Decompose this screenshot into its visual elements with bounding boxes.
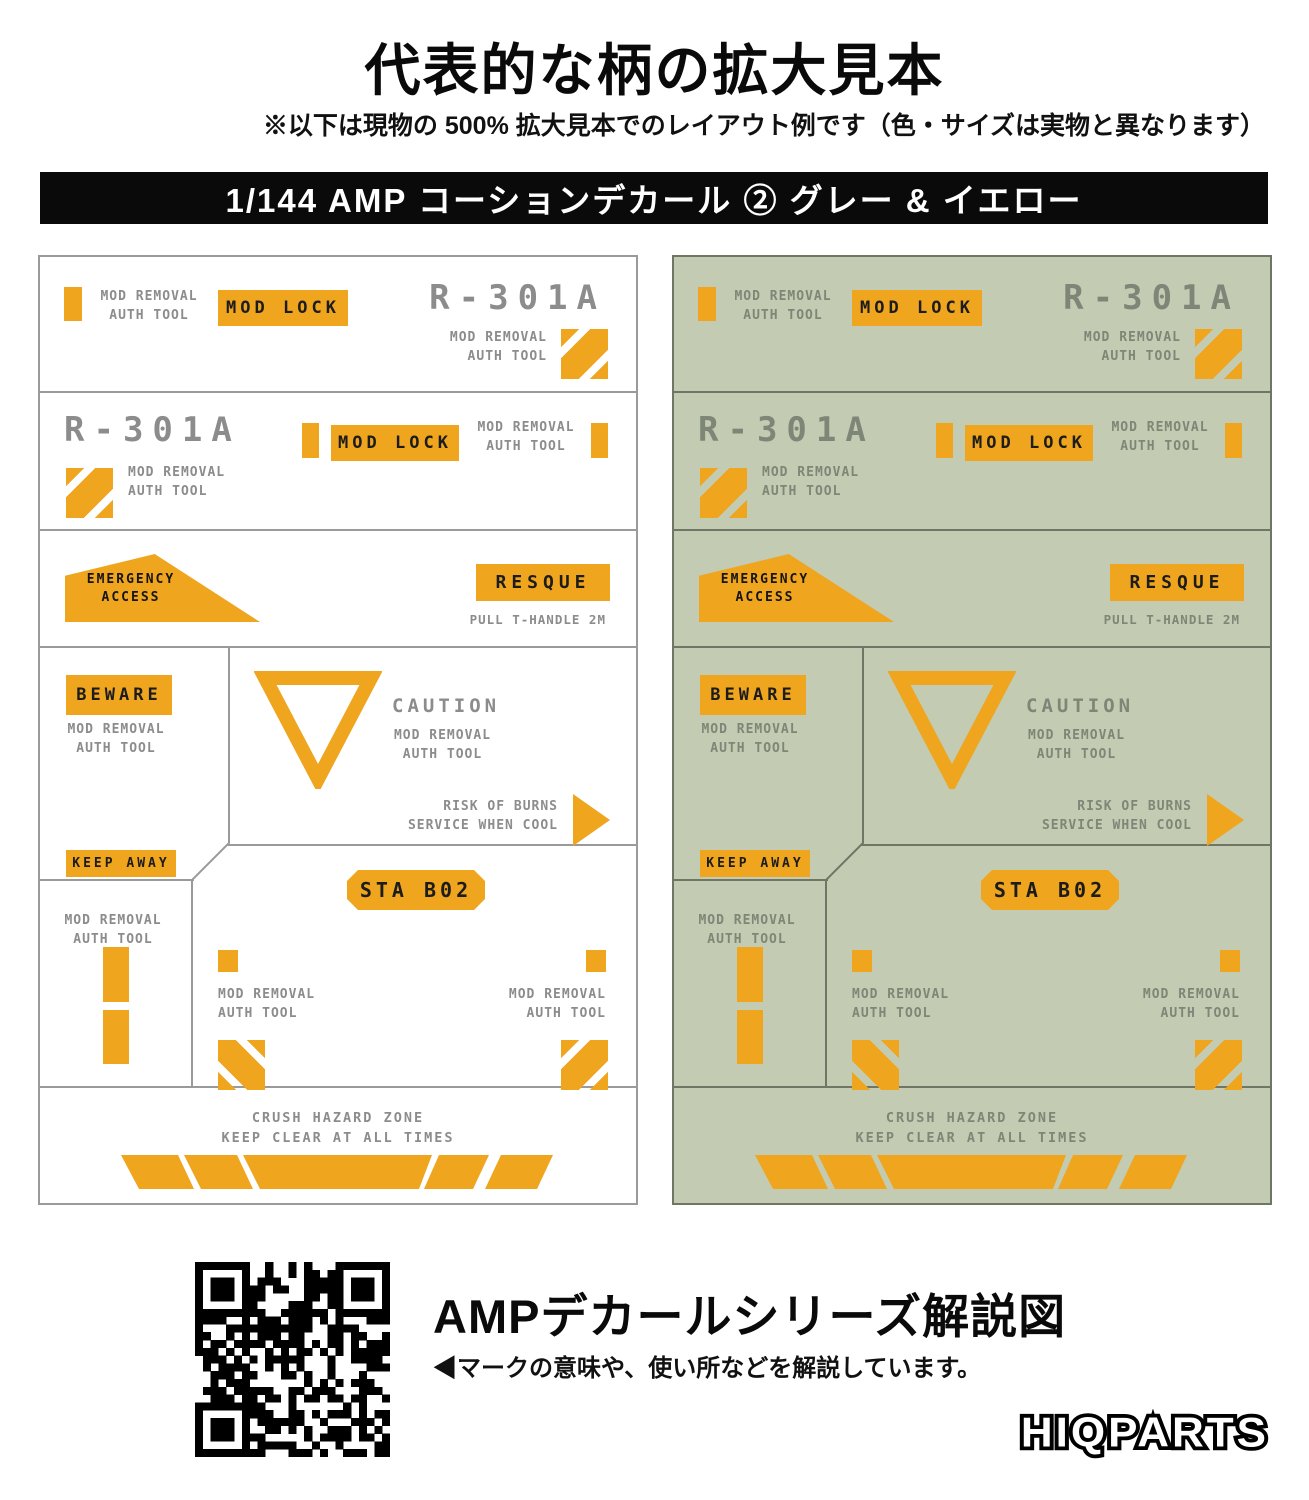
pull-t-handle-label: PULL T-HANDLE 2M [469,612,606,627]
yellow-bar-marker [698,287,716,321]
hazard-stripes-icon [1195,1040,1242,1090]
hazard-stripes-icon [1195,329,1242,379]
caution-triangle-icon [888,671,1016,789]
beware-badge: BEWARE [700,675,806,715]
sta-b02-badge: STA B02 [347,870,485,910]
yellow-square-marker [586,950,606,972]
yellow-square-marker [218,950,238,972]
yellow-square-marker [852,950,872,972]
mod-lock-badge: MOD LOCK [331,425,459,461]
mod-lock-badge: MOD LOCK [218,290,348,326]
product-banner: 1/144 AMP コーションデカール ② グレー & イエロー [40,172,1268,224]
page-subtitle: ※以下は現物の 500% 拡大見本でのレイアウト例です（色・サイズは実物と異なり… [262,112,1265,140]
caution-triangle-icon [254,671,382,789]
caution-label: CAUTION [1026,695,1135,717]
hazard-stripes-icon [700,468,747,518]
yellow-bar-marker [64,287,82,321]
beware-badge: BEWARE [66,675,172,715]
yellow-bar-marker [737,1010,763,1064]
panel-grid-lines [40,391,636,1088]
hazard-stripes-icon [852,1040,899,1090]
panel-grid-lines [674,391,1270,1088]
hazard-stripes-icon [561,1040,608,1090]
yellow-square-marker [1220,950,1240,972]
yellow-bar-marker [591,423,608,458]
resque-badge: RESQUE [1110,564,1244,601]
hazard-stripe-band [121,1155,553,1189]
r301a-label: R-301A [64,410,241,450]
hazard-stripes-icon [561,329,608,379]
yellow-bar-marker [103,1010,129,1064]
resque-badge: RESQUE [476,564,610,601]
hazard-stripe-band [755,1155,1187,1189]
r301a-label: R-301A [1063,278,1240,318]
arrow-right-icon [573,794,610,846]
mod-lock-badge: MOD LOCK [965,425,1093,461]
pull-t-handle-label: PULL T-HANDLE 2M [1103,612,1240,627]
series-guide-heading: AMPデカールシリーズ解説図 [433,1290,1067,1343]
sta-b02-badge: STA B02 [981,870,1119,910]
yellow-bar-marker [737,947,763,1002]
page-title: 代表的な柄の拡大見本 [364,39,945,102]
keep-away-badge: KEEP AWAY [700,850,810,877]
caution-label: CAUTION [392,695,501,717]
r301a-label: R-301A [698,410,875,450]
mod-lock-badge: MOD LOCK [852,290,982,326]
yellow-bar-marker [103,947,129,1002]
arrow-right-icon [1207,794,1244,846]
hazard-stripes-icon [218,1040,265,1090]
keep-away-badge: KEEP AWAY [66,850,176,877]
r301a-label: R-301A [429,278,606,318]
yellow-bar-marker [936,423,953,458]
hazard-stripes-icon [66,468,113,518]
series-guide-description: ◀マークの意味や、使い所などを解説しています。 [433,1355,982,1382]
hiqparts-logo: HIQPARTS [1017,1405,1270,1459]
qr-code [195,1262,391,1458]
yellow-bar-marker [1225,423,1242,458]
yellow-bar-marker [302,423,319,458]
